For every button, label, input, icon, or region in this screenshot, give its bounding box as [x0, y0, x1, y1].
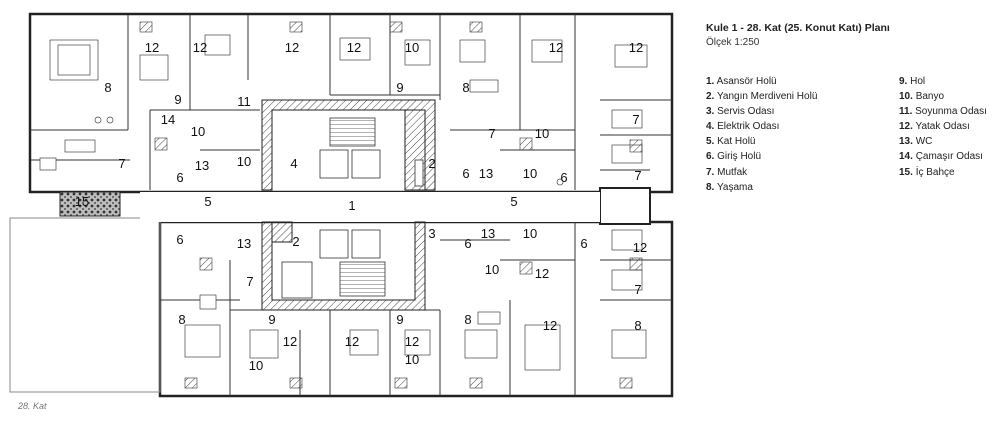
room-number-label: 12 [283, 334, 297, 349]
room-number-label: 10 [535, 126, 549, 141]
legend-column-left: 1. Asansör Holü 2. Yangın Merdiveni Holü… [706, 74, 899, 195]
room-number-label: 12 [549, 40, 563, 55]
room-number-label: 2 [428, 156, 435, 171]
room-number-label: 12 [193, 40, 207, 55]
plan-caption: 28. Kat [18, 401, 47, 411]
room-number-label: 8 [634, 318, 641, 333]
room-number-label: 10 [523, 166, 537, 181]
room-number-label: 12 [629, 40, 643, 55]
legend-title: Kule 1 - 28. Kat (25. Konut Katı) Planı [706, 22, 890, 34]
elevators-stairs [281, 117, 424, 299]
room-number-label: 6 [580, 236, 587, 251]
legend-scale: Ölçek 1:250 [706, 37, 760, 48]
legend-panel: Kule 1 - 28. Kat (25. Konut Katı) Planı … [706, 22, 996, 195]
room-number-label: 10 [523, 226, 537, 241]
corridor [140, 192, 600, 222]
legend-item: 9. Hol [899, 76, 926, 87]
room-number-label: 12 [405, 334, 419, 349]
legend-item: 2. Yangın Merdiveni Holü [706, 91, 818, 103]
legend-item: 13. WC [899, 136, 933, 148]
room-number-label: 9 [396, 312, 403, 327]
room-number-label: 12 [285, 40, 299, 55]
room-number-label: 7 [632, 112, 639, 127]
room-number-label: 6 [560, 170, 567, 185]
room-number-label: 6 [464, 236, 471, 251]
room-number-label: 7 [634, 282, 641, 297]
room-number-label: 12 [633, 240, 647, 255]
window-boxes [139, 21, 643, 389]
room-number-label: 10 [237, 154, 251, 169]
legend-column-right: 9. Hol 10. Banyo 11. Soyunma Odası 12. Y… [899, 74, 987, 195]
room-number-label: 14 [161, 112, 175, 127]
room-number-label: 12 [345, 334, 359, 349]
room-number-label: 12 [145, 40, 159, 55]
core-walls [59, 99, 436, 311]
legend-columns: 1. Asansör Holü 2. Yangın Merdiveni Holü… [706, 74, 996, 195]
room-number-label: 15 [75, 194, 89, 209]
floor-plan-drawing: 1212121210121289981114107131046261310671… [9, 12, 674, 398]
legend-item: 15. İç Bahçe [899, 166, 955, 178]
room-number-label: 4 [290, 156, 297, 171]
room-number-label: 5 [204, 194, 211, 209]
room-number-label: 9 [268, 312, 275, 327]
room-number-label: 7 [118, 156, 125, 171]
legend-item: 4. Elektrik Odası [706, 121, 780, 133]
room-number-label: 13 [481, 226, 495, 241]
room-number-label: 6 [176, 232, 183, 247]
room-number-label: 8 [462, 80, 469, 95]
legend-item: 5. Kat Holü [706, 136, 756, 148]
room-number-label: 7 [634, 168, 641, 183]
room-number-label: 10 [405, 40, 419, 55]
room-number-label: 8 [104, 80, 111, 95]
room-number-label: 13 [195, 158, 209, 173]
room-number-label: 13 [479, 166, 493, 181]
legend-item: 6. Giriş Holü [706, 151, 762, 163]
room-number-label: 6 [176, 170, 183, 185]
room-number-label: 12 [347, 40, 361, 55]
room-number-label: 13 [237, 236, 251, 251]
legend-item: 14. Çamaşır Odası [899, 151, 983, 163]
room-number-label: 8 [464, 312, 471, 327]
room-number-label: 8 [178, 312, 185, 327]
legend-item: 12. Yatak Odası [899, 121, 970, 133]
room-number-label: 7 [488, 126, 495, 141]
room-number-label: 3 [428, 226, 435, 241]
room-number-label: 10 [191, 124, 205, 139]
room-number-label: 7 [246, 274, 253, 289]
room-number-label: 10 [485, 262, 499, 277]
legend-item: 11. Soyunma Odası [899, 106, 987, 118]
legend-item: 7. Mutfak [706, 166, 748, 178]
room-number-label: 10 [405, 352, 419, 367]
room-number-label: 5 [510, 194, 517, 209]
room-number-label: 10 [249, 358, 263, 373]
room-number-label: 9 [396, 80, 403, 95]
room-number-label: 12 [535, 266, 549, 281]
legend-item: 1. Asansör Holü [706, 76, 777, 87]
furniture-details [39, 34, 648, 371]
room-number-label: 6 [462, 166, 469, 181]
room-number-label: 1 [348, 198, 355, 213]
legend-item: 3. Servis Odası [706, 106, 775, 118]
legend-item: 8. Yaşama [706, 181, 753, 193]
room-number-label: 12 [543, 318, 557, 333]
legend-item: 10. Banyo [899, 91, 945, 103]
room-number-label: 2 [292, 234, 299, 249]
room-number-label: 9 [174, 92, 181, 107]
room-number-label: 11 [237, 94, 251, 109]
